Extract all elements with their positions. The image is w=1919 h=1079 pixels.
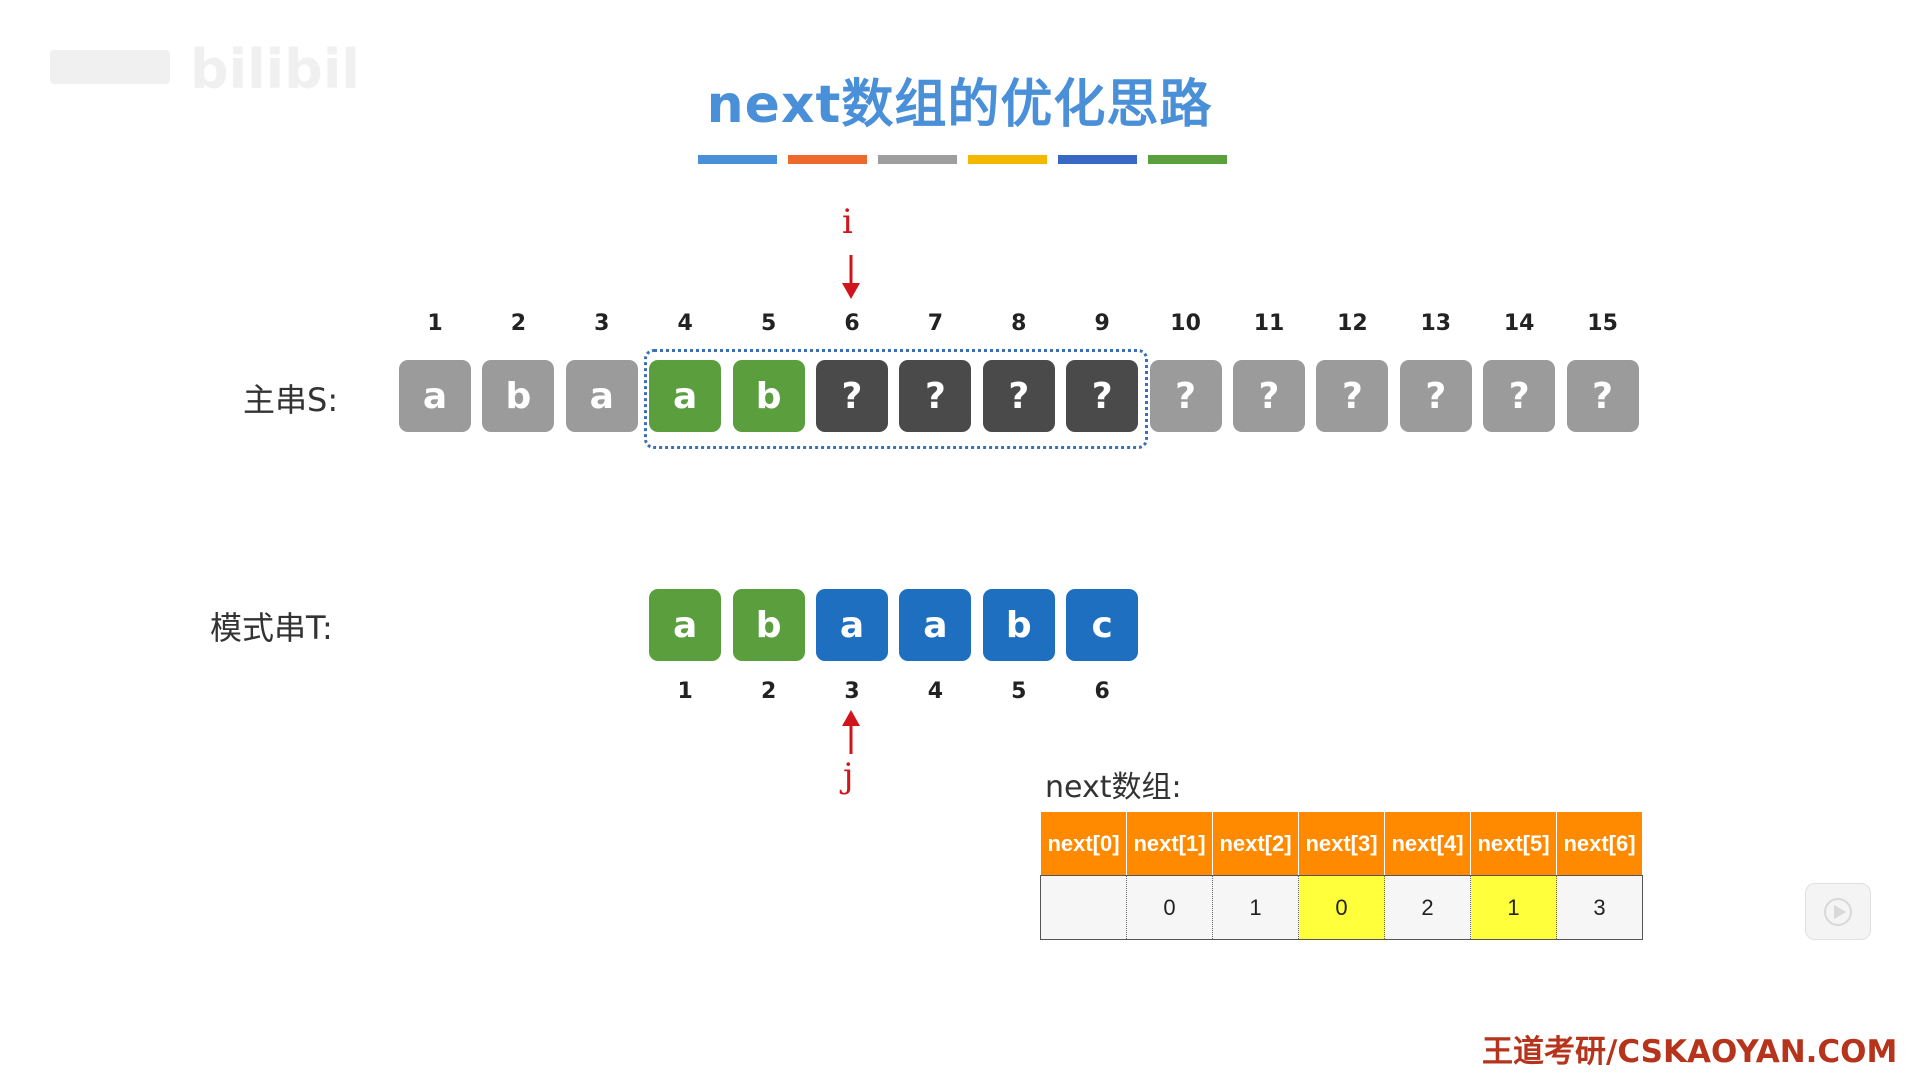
main-string-char: a bbox=[565, 360, 638, 432]
main-string-char: b bbox=[732, 360, 805, 432]
next-array-header: next[6] bbox=[1556, 811, 1643, 876]
main-string-char: ? bbox=[1399, 360, 1472, 432]
title-color-bar bbox=[878, 155, 957, 164]
bilibili-watermark: bilibili bbox=[50, 38, 378, 102]
next-array-value: 1 bbox=[1212, 875, 1299, 940]
main-string-index: 5 bbox=[760, 311, 777, 336]
title-color-bar bbox=[1148, 155, 1227, 164]
main-string-index: 2 bbox=[510, 311, 527, 336]
pattern-string-char: c bbox=[1066, 589, 1139, 661]
next-array-header: next[2] bbox=[1212, 811, 1299, 876]
main-string-char: ? bbox=[1483, 360, 1556, 432]
main-string-index: 11 bbox=[1253, 311, 1285, 336]
title-color-bar bbox=[788, 155, 867, 164]
main-string-index: 4 bbox=[677, 311, 693, 336]
next-array-header: next[3] bbox=[1298, 811, 1385, 876]
title-color-bar bbox=[698, 155, 777, 164]
pattern-string-index: 4 bbox=[927, 679, 944, 704]
play-button[interactable] bbox=[1805, 883, 1871, 940]
pattern-string-index: 1 bbox=[677, 679, 693, 704]
pattern-string-index: 5 bbox=[1011, 679, 1027, 704]
pattern-string-index: 3 bbox=[844, 679, 860, 704]
main-string-index: 3 bbox=[594, 311, 610, 336]
down-arrow-icon bbox=[839, 255, 863, 303]
pattern-string-label: 模式串T: bbox=[210, 609, 333, 647]
pattern-string-char: b bbox=[732, 589, 805, 661]
main-string-index: 6 bbox=[844, 311, 860, 336]
title-color-bar bbox=[1058, 155, 1137, 164]
main-string-index: 9 bbox=[1094, 311, 1110, 336]
main-string-index: 13 bbox=[1420, 311, 1452, 336]
main-string-char: ? bbox=[816, 360, 888, 432]
pattern-string-char: b bbox=[982, 589, 1055, 661]
main-string-char: b bbox=[482, 360, 555, 432]
main-string-index: 12 bbox=[1337, 311, 1368, 336]
main-string-char: ? bbox=[899, 360, 972, 432]
comparison-window bbox=[644, 349, 1148, 449]
play-icon bbox=[1824, 897, 1852, 926]
next-array-table: next[0]next[1]next[2]next[3]next[4]next[… bbox=[1040, 811, 1643, 940]
pattern-string-char: a bbox=[649, 589, 722, 661]
pattern-string-char: a bbox=[899, 589, 972, 661]
pattern-string-index: 2 bbox=[760, 679, 777, 704]
pattern-string-char: a bbox=[816, 589, 888, 661]
next-array-value: 0 bbox=[1126, 875, 1213, 940]
main-string-char: ? bbox=[1566, 360, 1639, 432]
main-string-char: ? bbox=[1149, 360, 1222, 432]
next-array-value: 2 bbox=[1384, 875, 1471, 940]
main-string-char: a bbox=[649, 360, 722, 432]
main-string-index: 10 bbox=[1170, 311, 1201, 336]
main-string-char: ? bbox=[1066, 360, 1139, 432]
up-arrow-icon bbox=[839, 710, 863, 758]
main-string-index: 8 bbox=[1011, 311, 1027, 336]
next-array-value: 3 bbox=[1556, 875, 1643, 940]
next-array-value bbox=[1040, 875, 1127, 940]
main-string-label: 主串S: bbox=[243, 381, 339, 419]
pointer-j-label: j bbox=[843, 756, 854, 796]
main-string-char: ? bbox=[1233, 360, 1305, 432]
main-string-index: 14 bbox=[1503, 311, 1535, 336]
page-title: next数组的优化思路 bbox=[706, 75, 1213, 135]
next-array-header: next[4] bbox=[1384, 811, 1471, 876]
next-array-header: next[0] bbox=[1040, 811, 1127, 876]
main-string-char: ? bbox=[1316, 360, 1389, 432]
pattern-string-index: 6 bbox=[1094, 679, 1110, 704]
next-array-header: next[5] bbox=[1470, 811, 1557, 876]
main-string-char: a bbox=[399, 360, 471, 432]
next-array-value: 0 bbox=[1298, 875, 1385, 940]
main-string-index: 15 bbox=[1587, 311, 1618, 336]
svg-text:bilibili: bilibili bbox=[190, 38, 360, 98]
next-array-header: next[1] bbox=[1126, 811, 1213, 876]
next-array-label: next数组: bbox=[1045, 770, 1182, 805]
title-color-bar bbox=[968, 155, 1047, 164]
next-array-value: 1 bbox=[1470, 875, 1557, 940]
main-string-char: ? bbox=[982, 360, 1055, 432]
main-string-index: 7 bbox=[927, 311, 944, 336]
pointer-i-label: i bbox=[842, 202, 853, 242]
footer-brand: 王道考研/CSKAOYAN.COM bbox=[1482, 1034, 1898, 1070]
main-string-index: 1 bbox=[427, 311, 443, 336]
